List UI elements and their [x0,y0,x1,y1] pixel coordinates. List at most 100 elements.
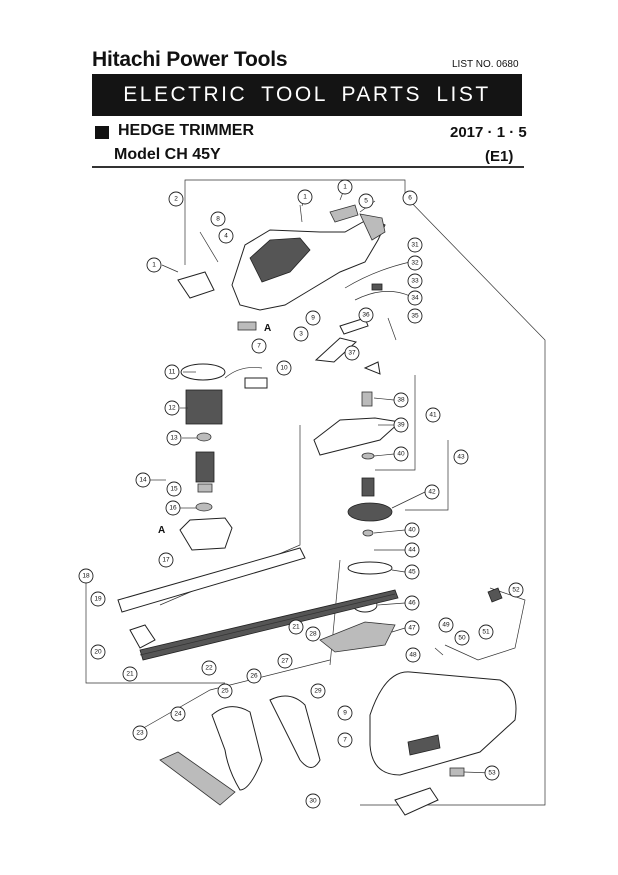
svg-text:17: 17 [162,557,170,564]
callout-51: 51 [478,624,494,640]
svg-text:24: 24 [174,711,182,718]
svg-text:52: 52 [512,587,520,594]
svg-text:32: 32 [411,260,419,267]
svg-text:3: 3 [299,331,303,338]
bracket-43 [405,440,449,511]
callout-22: 22 [201,660,217,676]
callout-8: 8 [210,211,226,227]
lower-covers-part [159,695,321,806]
header-rule [92,166,524,168]
svg-text:13: 13 [170,435,178,442]
callout-37: 37 [344,345,360,361]
svg-text:25: 25 [221,688,229,695]
callout-49: 49 [438,617,454,633]
svg-text:2: 2 [174,196,178,203]
svg-text:31: 31 [411,242,419,249]
svg-text:45: 45 [408,569,416,576]
callout-48: 48 [405,647,421,663]
ref-marker-a-bottom: A [158,525,165,536]
svg-text:12: 12 [168,405,176,412]
callout-40b: 40 [404,522,420,538]
callout-30: 30 [305,793,321,809]
region-code: (E1) [485,148,514,165]
svg-text:42: 42 [428,489,436,496]
svg-text:19: 19 [94,596,102,603]
svg-text:18: 18 [82,573,90,580]
callout-7: 7 [251,338,267,354]
svg-text:20: 20 [94,649,102,656]
svg-text:10: 10 [280,365,288,372]
svg-text:41: 41 [429,412,437,419]
svg-text:5: 5 [364,198,368,205]
callout-9b: 9 [337,705,353,721]
svg-text:9: 9 [343,710,347,717]
callout-5: 5 [358,193,374,209]
svg-text:40: 40 [397,451,405,458]
housing-handle-part [177,204,386,331]
svg-text:1: 1 [343,184,347,191]
callout-39: 39 [393,417,409,433]
svg-text:35: 35 [411,313,419,320]
cover-group-bracket [139,659,331,731]
callout-33: 33 [407,273,423,289]
callout-15: 15 [166,481,182,497]
callout-23: 23 [132,725,148,741]
callout-11: 11 [164,364,180,380]
callout-1a: 1 [146,257,162,273]
brand-title: Hitachi Power Tools [92,48,288,71]
callout-10: 10 [276,360,292,376]
svg-text:37: 37 [348,350,356,357]
callout-34: 34 [407,290,423,306]
svg-text:40: 40 [408,527,416,534]
product-name: HEDGE TRIMMER [118,122,254,139]
svg-text:51: 51 [482,629,490,636]
gear-assembly-part [313,361,402,653]
callout-26: 26 [246,668,262,684]
callout-21b: 21 [288,619,304,635]
ref-marker-a-top: A [264,323,271,334]
callout-7b: 7 [337,732,353,748]
callout-40a: 40 [393,446,409,462]
callout-17: 17 [158,552,174,568]
callout-35: 35 [407,308,423,324]
callout-20: 20 [90,644,106,660]
callout-21a: 21 [122,666,138,682]
callout-24: 24 [170,706,186,722]
svg-text:34: 34 [411,295,419,302]
svg-text:49: 49 [442,622,450,629]
svg-text:4: 4 [224,233,228,240]
svg-text:8: 8 [216,216,220,223]
motor-stack-part [179,363,233,551]
callout-13: 13 [166,430,182,446]
assembly-outline-right [360,195,546,806]
callout-9: 9 [305,310,321,326]
callout-43: 43 [453,449,469,465]
svg-text:22: 22 [205,665,213,672]
svg-text:26: 26 [250,673,258,680]
callout-41: 41 [425,407,441,423]
callout-47: 47 [404,620,420,636]
list-number: LIST NO. 0680 [452,59,519,70]
callout-16: 16 [165,500,181,516]
callout-29: 29 [310,683,326,699]
callout-28: 28 [305,626,321,642]
svg-text:23: 23 [136,730,144,737]
callout-1c: 1 [337,179,353,195]
callout-group: 1 1 1 2 3 4 5 6 7 8 9 10 11 12 13 14 15 … [78,179,524,809]
callout-36: 36 [358,307,374,323]
callout-44: 44 [404,542,420,558]
svg-text:53: 53 [488,770,496,777]
callout-14: 14 [135,472,151,488]
callout-27: 27 [277,653,293,669]
svg-text:50: 50 [458,635,466,642]
callout-50: 50 [454,630,470,646]
callout-6: 6 [402,190,418,206]
svg-text:44: 44 [408,547,416,554]
svg-text:7: 7 [343,737,347,744]
svg-text:21: 21 [126,671,134,678]
callout-2: 2 [168,191,184,207]
callout-12: 12 [164,400,180,416]
callout-42: 42 [424,484,440,500]
svg-text:30: 30 [309,798,317,805]
